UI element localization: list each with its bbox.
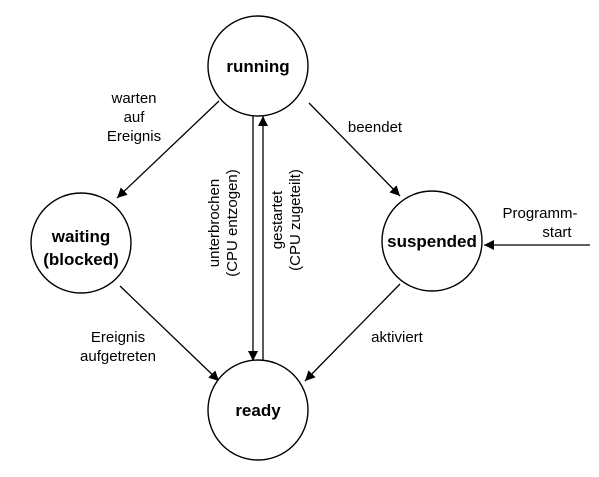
edge-running-to-suspended — [308, 102, 401, 197]
label-running-to-ready: unterbrochen (CPU entzogen) — [206, 169, 241, 277]
node-suspended-label: suspended — [387, 232, 477, 251]
edge-suspended-to-ready — [304, 283, 401, 382]
node-waiting-circle — [30, 192, 132, 294]
label-program-start: Programm- start — [502, 205, 577, 241]
label-ready-to-running-line2: (CPU zugeteilt) — [287, 169, 304, 271]
label-waiting-to-ready: Ereignis aufgetreten — [80, 329, 156, 365]
label-running-to-waiting-line1: warten — [110, 90, 156, 107]
node-waiting: waiting (blocked) — [30, 192, 132, 294]
label-ready-to-running: gestartet (CPU zugeteilt) — [269, 169, 304, 271]
node-suspended: suspended — [381, 190, 483, 292]
label-running-to-ready-line2: (CPU entzogen) — [224, 169, 241, 277]
label-running-to-waiting-line2: auf — [124, 109, 146, 126]
node-running-circle — [207, 15, 309, 117]
edge-waiting-to-ready — [119, 285, 220, 382]
node-ready-circle — [207, 359, 309, 461]
label-running-to-ready-line1: unterbrochen — [206, 179, 223, 267]
label-running-to-suspended: beendet — [348, 119, 403, 136]
label-running-to-waiting: warten auf Ereignis — [107, 90, 161, 145]
node-running-label: running — [226, 57, 289, 76]
label-ready-to-running-line1: gestartet — [269, 190, 286, 249]
label-running-to-waiting-line3: Ereignis — [107, 128, 161, 145]
node-waiting-label-line2: (blocked) — [43, 250, 119, 269]
label-suspended-to-ready: aktiviert — [371, 329, 424, 346]
edge-running-to-waiting — [116, 100, 220, 199]
label-waiting-to-ready-line1: Ereignis — [91, 329, 145, 346]
label-program-start-line1: Programm- — [502, 205, 577, 222]
node-running: running — [207, 15, 309, 117]
node-ready: ready — [207, 359, 309, 461]
label-program-start-line2: start — [542, 224, 572, 241]
label-waiting-to-ready-line2: aufgetreten — [80, 348, 156, 365]
node-waiting-label-line1: waiting — [51, 227, 111, 246]
node-suspended-circle — [381, 190, 483, 292]
node-ready-label: ready — [235, 401, 281, 420]
